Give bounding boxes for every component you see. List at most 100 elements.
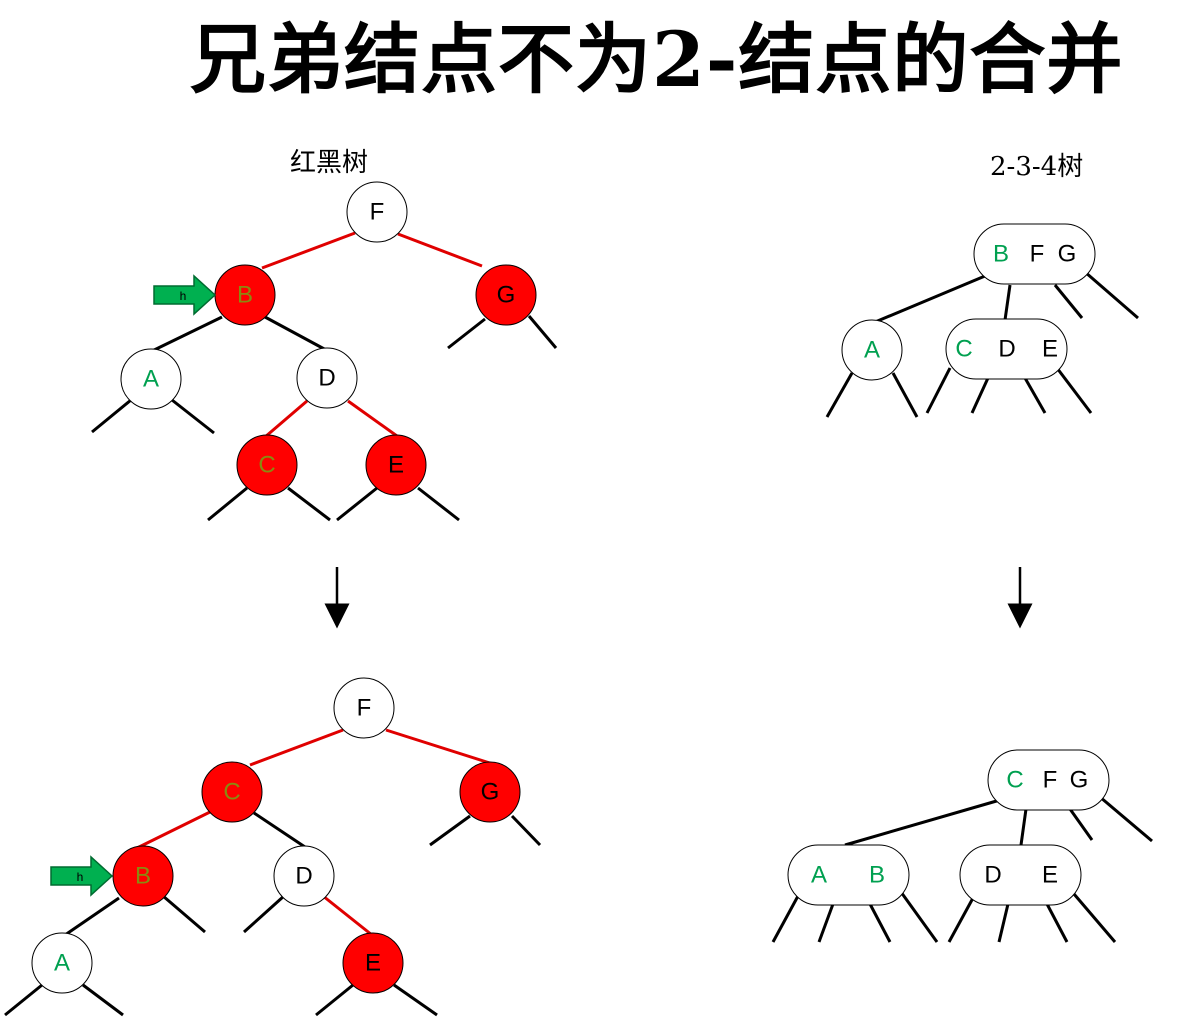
t234-null-CDE-4 xyxy=(1055,367,1093,414)
t234-null-A-r xyxy=(891,372,919,418)
rb-tree-before: F B G A D C E h xyxy=(91,181,558,522)
rb-null-C-l xyxy=(207,486,248,522)
rb2-null-D-l xyxy=(242,894,286,934)
rb-null-E-l xyxy=(336,486,378,522)
t234b-null-DE-2 xyxy=(997,903,1010,943)
t234-null-CDE-2 xyxy=(970,377,990,414)
t234-left-node xyxy=(841,319,903,381)
t234-null-CDE-3 xyxy=(1023,377,1047,414)
rb2-null-G-r xyxy=(510,814,542,847)
t234b-left-key-2: B xyxy=(869,862,885,889)
rb2-node-D-label: D xyxy=(295,863,312,890)
t234b-null-DE-4 xyxy=(1072,893,1117,943)
t234-left-key-1: A xyxy=(864,337,880,364)
h-pointer-arrow-after-icon xyxy=(50,855,114,897)
rb2-node-G-label: G xyxy=(481,779,500,806)
red-black-tree-label: 红黑树 xyxy=(290,148,369,178)
rb-tree-after: F C G B D A E h xyxy=(4,677,542,1017)
rb2-node-C xyxy=(201,761,263,823)
rb-node-G-label: G xyxy=(497,282,516,309)
rb2-edge-F-C xyxy=(249,728,344,767)
rb2-node-E xyxy=(342,932,404,994)
t234b-edge-root-AB xyxy=(844,798,1001,847)
rb-node-D-label: D xyxy=(318,365,335,392)
t234-null-A-l xyxy=(825,372,854,418)
rb2-edge-B-A xyxy=(64,896,120,937)
h-pointer-label: h xyxy=(180,289,187,303)
t234b-left-key-1: A xyxy=(811,862,827,889)
rb2-node-G xyxy=(459,761,521,823)
tree234-before: B F G A C D E xyxy=(825,223,1139,418)
rb-node-E xyxy=(365,434,427,496)
rb2-node-B-label: B xyxy=(135,863,151,890)
t234-mid-key-1: C xyxy=(955,336,972,363)
rb2-edge-C-B xyxy=(136,810,211,850)
rb2-null-G-l xyxy=(429,814,471,847)
rb-edge-F-G xyxy=(397,232,483,268)
rb-null-A-l xyxy=(91,398,132,434)
rb-null-G-l xyxy=(447,317,486,350)
t234-null-CDE-1 xyxy=(925,367,952,414)
t234b-root-key-2: F xyxy=(1043,767,1058,794)
rb2-node-A-label: A xyxy=(54,950,70,977)
h-pointer-arrow-icon xyxy=(153,274,217,316)
rb2-node-E-label: E xyxy=(365,950,381,977)
t234b-edge-root-DE xyxy=(1019,808,1028,846)
t234b-null-AB-4 xyxy=(899,891,939,943)
rb-node-B-label: B xyxy=(237,282,253,309)
h-pointer-after-label: h xyxy=(77,870,84,884)
t234b-null-AB-2 xyxy=(817,903,835,943)
rb-edge-B-A xyxy=(149,315,223,354)
t234-edge-root-CDE xyxy=(1003,284,1012,321)
t234-edge-root-4 xyxy=(1084,270,1139,320)
rb-node-C xyxy=(236,434,298,496)
t234b-null-DE-1 xyxy=(947,897,975,943)
rb-edge-F-B xyxy=(261,231,356,270)
t234-mid-node xyxy=(945,318,1068,380)
rb-edge-D-E xyxy=(347,399,398,438)
rb2-node-D xyxy=(273,845,335,907)
t234b-root-key-1: C xyxy=(1006,767,1023,794)
page-title: 兄弟结点不为2-结点的合并 xyxy=(190,15,1124,104)
t234b-null-AB-3 xyxy=(868,903,892,943)
t234b-mid-key-1: D xyxy=(984,862,1001,889)
rb-null-C-r xyxy=(287,486,331,522)
t234b-left-node xyxy=(787,844,910,906)
rb2-node-F xyxy=(333,677,395,739)
tree-234-label: 2-3-4树 xyxy=(990,152,1084,182)
t234b-null-DE-3 xyxy=(1045,903,1069,943)
t234-edge-root-A xyxy=(867,274,986,327)
t234-root-key-3: G xyxy=(1058,241,1077,268)
t234b-mid-key-2: E xyxy=(1042,862,1058,889)
t234-root-key-2: F xyxy=(1030,241,1045,268)
t234b-edge-root-3 xyxy=(1068,808,1094,841)
t234b-mid-node xyxy=(959,844,1082,906)
rb2-edge-F-G xyxy=(385,728,494,766)
rb2-null-A-r xyxy=(82,983,124,1017)
t234b-root-key-3: G xyxy=(1070,767,1089,794)
rb-null-G-r xyxy=(527,315,558,349)
rb2-null-A-l xyxy=(4,983,43,1017)
rb-null-A-r xyxy=(171,398,215,435)
rb-node-E-label: E xyxy=(388,452,404,479)
rb-edge-D-C xyxy=(264,399,308,439)
rb-node-F-label: F xyxy=(370,199,385,226)
rb2-null-E-l xyxy=(315,983,354,1017)
t234-root-key-1: B xyxy=(993,241,1009,268)
t234-mid-key-3: E xyxy=(1042,336,1058,363)
rb2-node-C-label: C xyxy=(223,779,240,806)
rb2-edge-C-D xyxy=(253,811,306,849)
rb-node-F xyxy=(346,181,408,243)
tree234-after: C F G A B D E xyxy=(771,749,1153,943)
t234b-null-AB-1 xyxy=(771,895,800,943)
rb-node-G xyxy=(475,264,537,326)
t234-root-node xyxy=(973,223,1096,285)
t234b-root-node xyxy=(987,749,1110,811)
rb2-null-E-r xyxy=(393,983,438,1017)
rb-node-C-label: C xyxy=(258,452,275,479)
rb-node-A-label: A xyxy=(143,366,159,393)
t234b-edge-root-4 xyxy=(1099,795,1153,843)
rb2-node-F-label: F xyxy=(357,695,372,722)
rb-node-D xyxy=(296,347,358,409)
